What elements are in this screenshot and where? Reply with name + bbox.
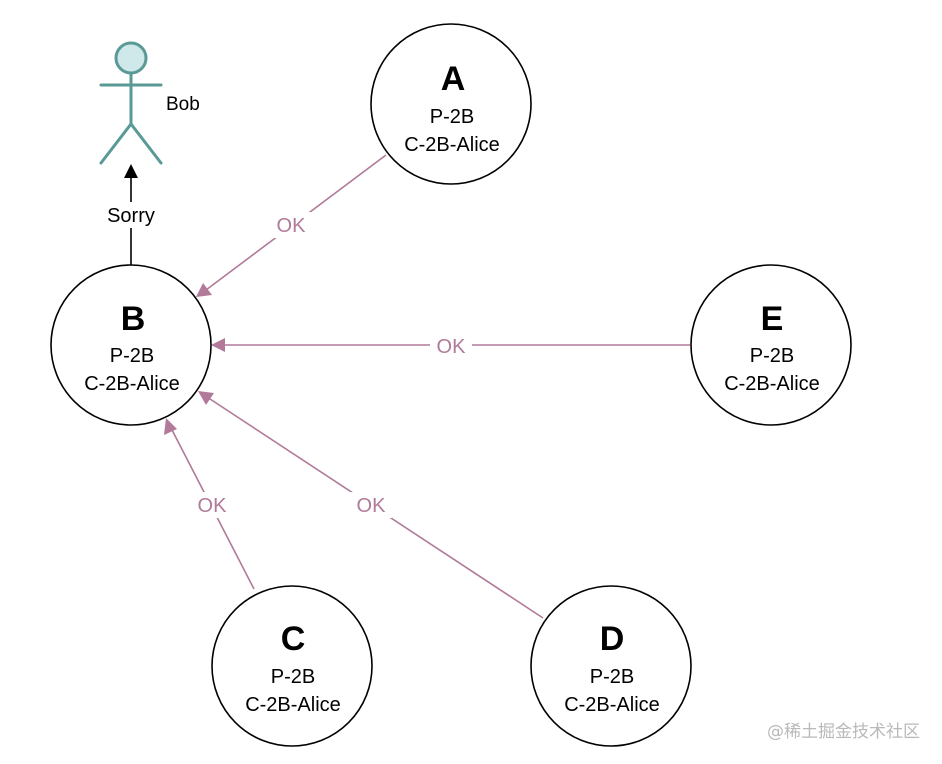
node-c-line2: C-2B-Alice — [245, 694, 341, 716]
node-d-id: D — [600, 620, 625, 658]
edge-d-to-b-label: OK — [357, 495, 387, 517]
node-a-circle — [370, 23, 532, 185]
arrowhead-icon — [196, 283, 212, 297]
edge-c-to-b: OK — [164, 418, 255, 590]
node-a-line1: P-2B — [430, 106, 474, 128]
node-c-line1: P-2B — [271, 666, 315, 688]
arrowhead-icon — [198, 391, 214, 405]
edge-a-to-b-label: OK — [277, 215, 307, 237]
node-d-line1: P-2B — [590, 666, 634, 688]
actor-head-icon — [114, 41, 148, 75]
node-d-line2: C-2B-Alice — [564, 694, 660, 716]
node-b-id: B — [121, 300, 146, 338]
reply-label-bg — [100, 202, 162, 228]
edge-e-to-b: OK — [211, 333, 690, 359]
reply-label: Sorry — [107, 205, 155, 227]
node-e-circle — [690, 264, 852, 426]
node-a: A P-2B C-2B-Alice — [370, 23, 532, 185]
edge-label-bg — [430, 333, 472, 359]
node-a-line2: C-2B-Alice — [404, 134, 500, 156]
edge-label-bg — [350, 492, 392, 518]
node-e-id: E — [761, 300, 784, 338]
arrowhead-icon — [164, 418, 177, 435]
node-b: B P-2B C-2B-Alice — [50, 264, 212, 426]
node-c-id: C — [281, 620, 306, 658]
node-b-circle — [50, 264, 212, 426]
node-c-circle — [211, 585, 373, 747]
edge-e-to-b-label: OK — [437, 336, 467, 358]
node-a-id: A — [441, 60, 466, 98]
node-e-line1: P-2B — [750, 345, 794, 367]
node-c: C P-2B C-2B-Alice — [211, 585, 373, 747]
node-d: D P-2B C-2B-Alice — [530, 585, 692, 747]
edge-label-bg — [271, 212, 311, 238]
node-e: E P-2B C-2B-Alice — [690, 264, 852, 426]
actor-name: Bob — [166, 94, 200, 115]
actor-bob: Bob — [99, 41, 200, 165]
edge-a-to-b: OK — [196, 154, 387, 297]
arrowhead-icon — [124, 164, 138, 178]
node-b-line1: P-2B — [110, 345, 154, 367]
edge-c-to-b-label: OK — [198, 495, 228, 517]
edge-d-to-b: OK — [198, 391, 544, 619]
reply-b-to-bob: Sorry — [100, 164, 162, 265]
edge-label-bg — [191, 492, 233, 518]
node-b-line2: C-2B-Alice — [84, 373, 180, 395]
node-e-line2: C-2B-Alice — [724, 373, 820, 395]
watermark: @稀土掘金技术社区 — [767, 722, 920, 742]
node-d-circle — [530, 585, 692, 747]
arrowhead-icon — [211, 338, 225, 352]
actor-right-leg-icon — [129, 122, 163, 165]
actor-left-leg-icon — [99, 122, 133, 165]
